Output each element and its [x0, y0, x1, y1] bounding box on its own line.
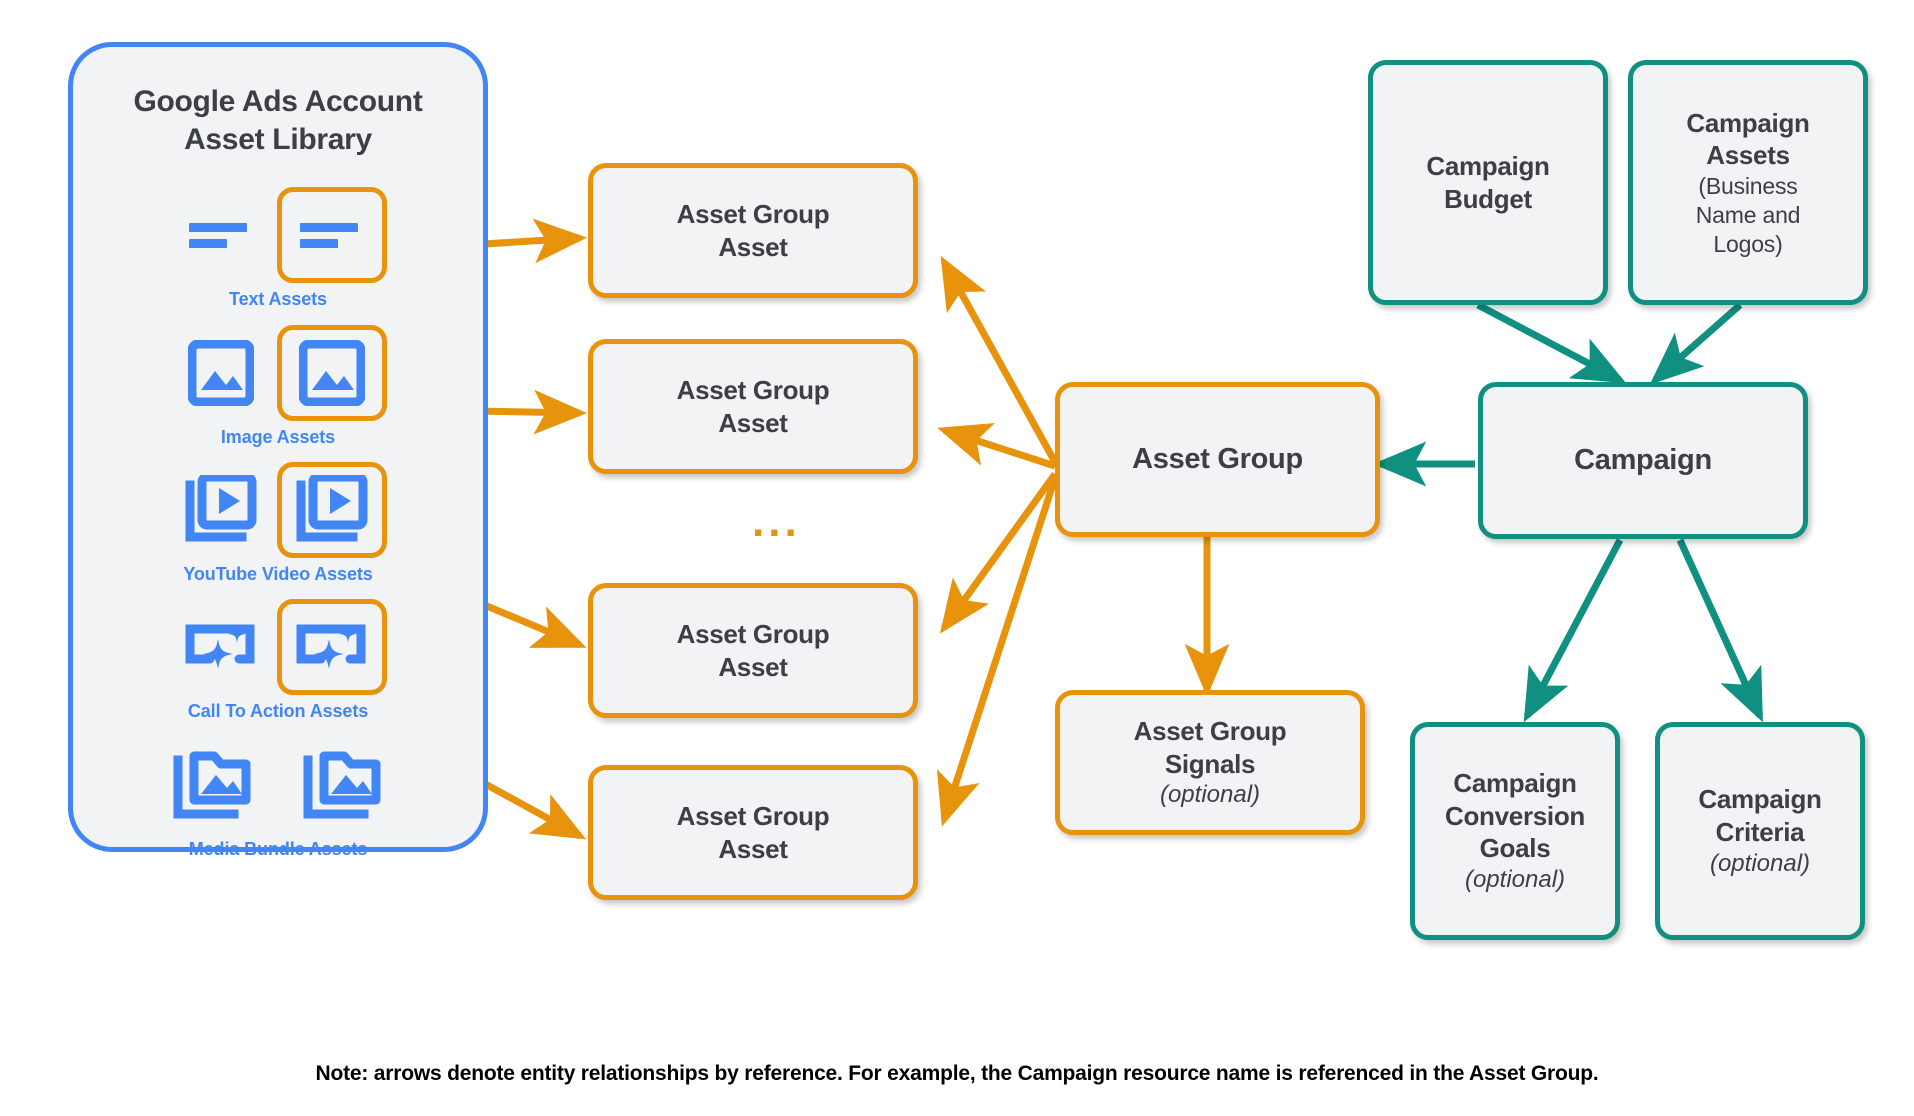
asset-group-box[interactable]: Asset Group — [1055, 382, 1380, 537]
campaign-conversion-goals-box[interactable]: Campaign Conversion Goals (optional) — [1410, 722, 1620, 940]
image-asset-icon-pair — [73, 325, 483, 421]
asset-group-asset-title-4: Asset Group — [676, 800, 830, 831]
asset-group-asset-subtitle-1: Asset — [718, 231, 788, 262]
asset-label-image: Image Assets — [220, 427, 336, 447]
campaign-conversion-goals-line3: Goals — [1479, 833, 1551, 864]
call-to-action-asset-icon-pair — [73, 599, 483, 695]
asset-row-cta[interactable]: Call To Action Assets — [73, 599, 483, 722]
campaign-budget-box[interactable]: Campaign Budget — [1368, 60, 1608, 305]
asset-group-asset-box-2[interactable]: Asset Group Asset — [588, 339, 918, 474]
asset-row-image[interactable]: Image Assets — [73, 325, 483, 448]
asset-group-asset-box-4[interactable]: Asset Group Asset — [588, 765, 918, 900]
asset-group-asset-subtitle-3: Asset — [718, 651, 788, 682]
media-bundle-asset-icon — [161, 737, 265, 833]
image-asset-icon-glyph — [299, 340, 365, 406]
media-bundle-asset-icon-glyph — [303, 751, 381, 819]
asset-label-video: YouTube Video Assets — [183, 564, 373, 584]
text-asset-icon-glyph — [189, 223, 247, 248]
asset-row-video[interactable]: YouTube Video Assets — [73, 462, 483, 585]
call-to-action-asset-icon-glyph — [296, 624, 366, 669]
asset-row-media-bundle[interactable]: Media Bundle Assets — [73, 737, 483, 860]
asset-library-panel: Google Ads Account Asset Library — [68, 42, 488, 859]
text-asset-icon-selected[interactable] — [277, 187, 387, 283]
asset-group-asset-title-1: Asset Group — [676, 198, 830, 229]
asset-label-cta: Call To Action Assets — [187, 701, 369, 721]
campaign-criteria-box[interactable]: Campaign Criteria (optional) — [1655, 722, 1865, 940]
campaign-budget-title: Campaign — [1426, 150, 1550, 181]
library-title-line2: Asset Library — [184, 123, 372, 157]
footer-note: Note: arrows denote entity relationships… — [315, 1062, 1599, 1085]
library-title-line1: Google Ads Account — [133, 85, 423, 118]
video-asset-icon — [169, 462, 273, 558]
campaign-box[interactable]: Campaign — [1478, 382, 1808, 539]
call-to-action-asset-icon — [169, 599, 273, 695]
text-asset-icon — [169, 187, 273, 283]
campaign-assets-subtitle: Assets — [1706, 140, 1790, 171]
campaign-assets-detail-1: (Business — [1698, 173, 1798, 200]
campaign-criteria-line1: Campaign — [1698, 784, 1822, 815]
asset-group-title: Asset Group — [1132, 443, 1303, 476]
asset-row-text[interactable]: Text Assets — [73, 187, 483, 310]
campaign-conversion-goals-line1: Campaign — [1453, 767, 1577, 798]
asset-group-asset-subtitle-4: Asset — [718, 833, 788, 864]
text-asset-icon-pair — [73, 187, 483, 283]
campaign-assets-detail-3: Logos) — [1713, 230, 1783, 257]
library-title: Google Ads Account Asset Library — [73, 83, 483, 160]
asset-group-asset-subtitle-2: Asset — [718, 407, 788, 438]
asset-group-signals-subtitle: Signals — [1164, 748, 1256, 779]
image-asset-icon-glyph — [188, 340, 254, 406]
asset-group-asset-box-3[interactable]: Asset Group Asset — [588, 583, 918, 718]
video-asset-icon-glyph — [185, 475, 257, 542]
image-asset-icon — [169, 325, 273, 421]
campaign-assets-box[interactable]: Campaign Assets (Business Name and Logos… — [1628, 60, 1868, 305]
campaign-title: Campaign — [1574, 444, 1712, 477]
video-asset-icon-pair — [73, 462, 483, 558]
video-asset-icon-glyph — [296, 475, 368, 542]
campaign-criteria-optional: (optional) — [1709, 849, 1811, 877]
image-asset-icon-selected[interactable] — [277, 325, 387, 421]
campaign-budget-subtitle: Budget — [1444, 183, 1532, 214]
asset-label-text: Text Assets — [229, 289, 327, 309]
text-asset-icon-glyph — [300, 223, 358, 248]
video-asset-icon-selected[interactable] — [277, 462, 387, 558]
campaign-conversion-goals-optional: (optional) — [1464, 866, 1566, 894]
asset-group-signals-title: Asset Group — [1133, 715, 1287, 746]
ellipsis-indicator: ... — [752, 497, 801, 546]
asset-group-signals-optional: (optional) — [1159, 781, 1261, 809]
media-bundle-asset-icon-glyph — [173, 751, 251, 819]
media-bundle-asset-icon-pair — [73, 737, 483, 833]
campaign-conversion-goals-line2: Conversion — [1444, 800, 1586, 831]
asset-group-asset-title-3: Asset Group — [676, 618, 830, 649]
asset-group-asset-title-2: Asset Group — [676, 374, 830, 405]
campaign-assets-detail-2: Name and — [1695, 201, 1801, 228]
campaign-assets-title: Campaign — [1686, 107, 1810, 138]
campaign-criteria-line2: Criteria — [1715, 817, 1805, 847]
asset-group-asset-box-1[interactable]: Asset Group Asset — [588, 163, 918, 298]
call-to-action-asset-icon-glyph — [185, 624, 255, 669]
asset-label-media-bundle: Media Bundle Assets — [188, 839, 368, 859]
call-to-action-asset-icon-selected[interactable] — [277, 599, 387, 695]
media-bundle-asset-icon-2 — [291, 737, 395, 833]
asset-group-signals-box[interactable]: Asset Group Signals (optional) — [1055, 690, 1365, 835]
